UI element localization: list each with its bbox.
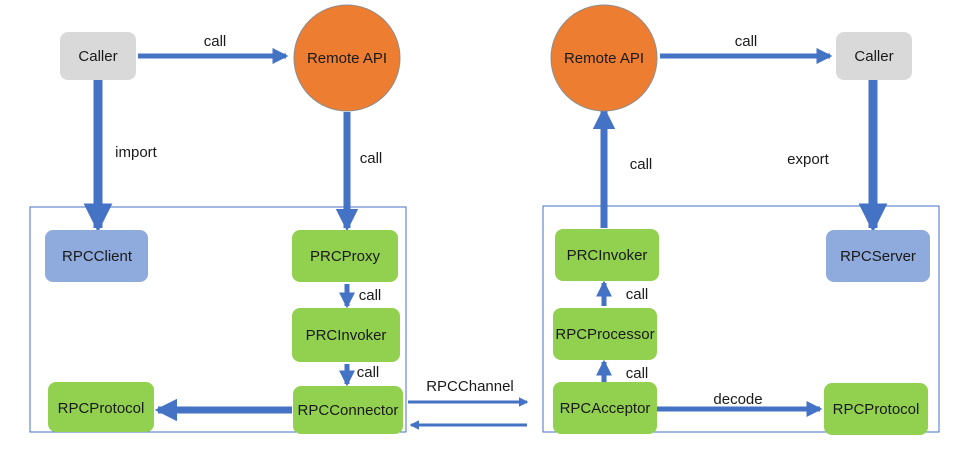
right-caller-node [836,32,912,80]
right-remote-api-label: Remote API [564,50,644,67]
label-decode: decode [713,391,762,408]
right-processor-label: RPCProcessor [555,326,654,343]
rpc-server-label: RPCServer [840,248,916,265]
left-connector-label: RPCConnector [298,402,399,419]
left-caller-label: Caller [78,48,117,65]
right-protocol-node [824,383,928,435]
right-caller-label: Caller [854,48,893,65]
rpc-server-node [826,230,930,282]
left-proxy-node [292,230,398,282]
right-acceptor-node [553,382,657,434]
label-left-call-down: call [360,150,383,167]
left-protocol-label: RPCProtocol [58,400,145,417]
right-invoker-node [555,229,659,281]
label-invoker-to-connector: call [357,364,380,381]
label-export: export [787,151,830,168]
right-protocol-label: RPCProtocol [833,401,920,418]
left-invoker-node [292,308,400,362]
left-protocol-node [48,382,154,432]
label-proxy-to-invoker: call [359,287,382,304]
label-right-call-up: call [630,156,653,173]
right-processor-node [553,308,657,360]
label-left-call-top: call [204,33,227,50]
rpc-client-node [45,230,148,282]
left-invoker-label: PRCInvoker [306,327,387,344]
rpc-client-label: RPCClient [62,248,133,265]
label-channel: RPCChannel [426,378,514,395]
label-acceptor-to-processor: call [626,365,649,382]
client-side-frame [29,206,407,433]
left-remote-api-node [293,4,401,112]
left-connector-node [293,386,403,434]
label-right-call-top: call [735,33,758,50]
server-side-frame [542,205,940,433]
right-invoker-label: PRCInvoker [567,247,648,264]
label-import: import [115,144,158,161]
left-proxy-label: PRCProxy [310,248,381,265]
left-caller-node [60,32,136,80]
right-acceptor-label: RPCAcceptor [560,400,651,417]
left-remote-api-label: Remote API [307,50,387,67]
right-remote-api-node [550,4,658,112]
label-processor-to-invoker: call [626,286,649,303]
